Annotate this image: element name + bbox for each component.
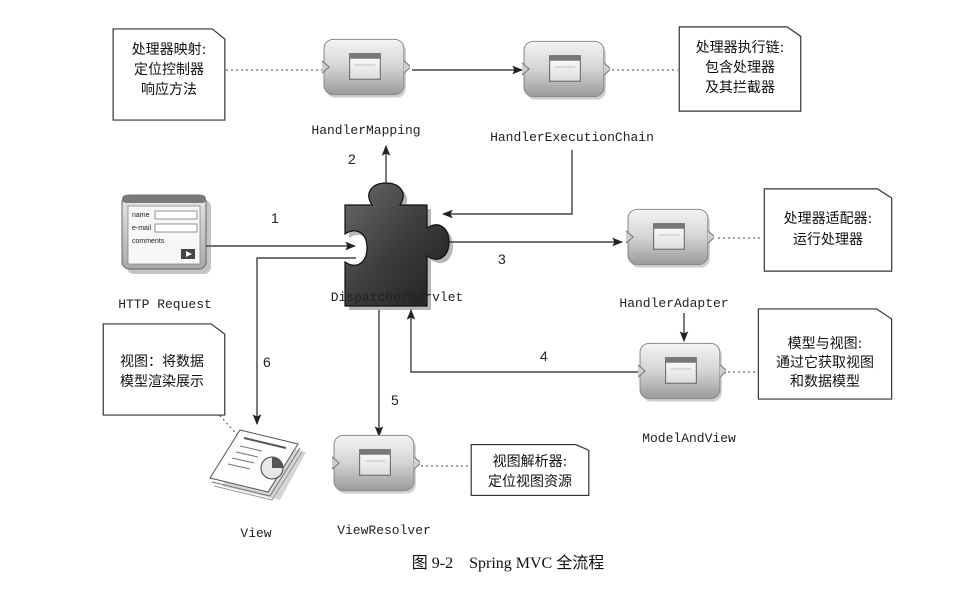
note-line: 和数据模型 (790, 374, 860, 390)
note-line: 定位控制器 (134, 62, 204, 78)
note-handler-adapter: 处理器适配器: 运行处理器 (763, 188, 893, 272)
note-line: 视图解析器: (493, 454, 568, 470)
note-line: 处理器适配器: (784, 211, 873, 227)
step-3: 3 (498, 251, 506, 267)
note-line: 处理器执行链: (696, 40, 785, 56)
note-model-and-view: 模型与视图: 通过它获取视图 和数据模型 (757, 308, 893, 400)
dispatcher-servlet-puzzle-icon (344, 182, 453, 310)
step-5: 5 (391, 392, 399, 408)
step-2: 2 (348, 151, 356, 167)
note-line: 及其拦截器 (705, 80, 775, 96)
arrow-chain-to-dispatcher (441, 150, 573, 219)
note-line: 模型渲染展示 (120, 374, 204, 390)
label-handler-adapter: HandlerAdapter (619, 296, 728, 311)
model-and-view-component (638, 342, 726, 403)
form-email-label: e-mail (132, 225, 152, 232)
view-resolver-component (332, 434, 420, 495)
label-http-request: HTTP Request (118, 297, 212, 312)
figure-caption: 图 9-2 Spring MVC 全流程 (412, 554, 604, 572)
step-4: 4 (540, 348, 548, 364)
view-document-icon (209, 429, 306, 501)
label-dispatcher-servlet: DispatcherServlet (331, 290, 464, 305)
note-line: 包含处理器 (705, 60, 775, 76)
note-view: 视图：将数据 模型渲染展示 (102, 323, 226, 416)
note-handler-execution-chain: 处理器执行链: 包含处理器 及其拦截器 (678, 26, 802, 112)
handler-mapping-component (322, 38, 410, 99)
note-line: 通过它获取视图 (776, 354, 874, 371)
arrow-dispatcher-to-view (252, 257, 356, 426)
note-handler-mapping: 处理器映射: 定位控制器 响应方法 (112, 28, 226, 121)
handler-adapter-component (626, 208, 714, 269)
label-view-resolver: ViewResolver (337, 523, 431, 538)
note-line: 运行处理器 (793, 232, 863, 248)
step-1: 1 (271, 210, 279, 226)
note-line: 定位视图资源 (488, 474, 572, 490)
note-line: 视图：将数据 (120, 354, 204, 370)
step-6: 6 (263, 354, 271, 370)
label-handler-mapping: HandlerMapping (311, 123, 420, 138)
note-connectors (212, 69, 763, 467)
note-view-resolver: 视图解析器: 定位视图资源 (470, 444, 590, 496)
form-comments-label: comments (132, 238, 165, 245)
note-line: 响应方法 (141, 81, 197, 98)
note-line: 处理器映射: (132, 42, 207, 58)
handler-execution-chain-component (522, 40, 610, 101)
label-model-and-view: ModelAndView (642, 431, 736, 446)
http-request-form-icon: name e-mail comments (121, 194, 211, 274)
arrow-modelandview-to-dispatcher (406, 308, 644, 373)
label-view: View (240, 526, 271, 541)
note-line: 模型与视图: (788, 336, 863, 352)
label-handler-execution-chain: HandlerExecutionChain (490, 130, 654, 145)
form-name-label: name (132, 212, 150, 219)
